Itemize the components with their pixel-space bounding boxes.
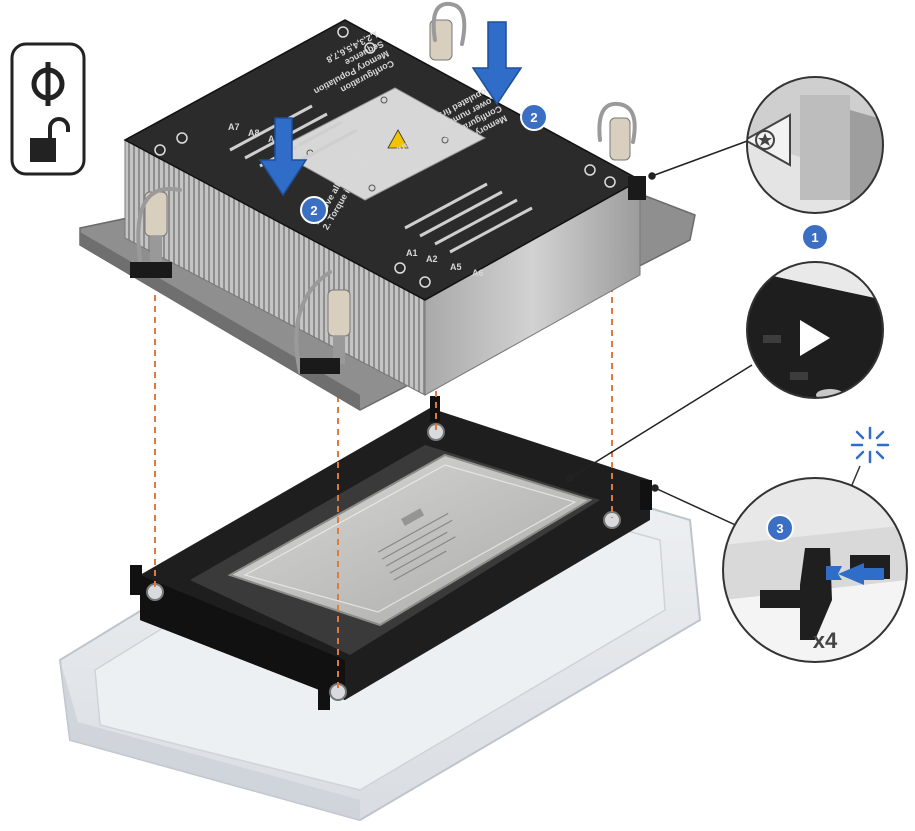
unlock-icon: [30, 117, 70, 162]
push-down-arrow: [258, 117, 308, 197]
step-badge-2: 2: [520, 103, 548, 131]
triangle-alignment-mark-icon: [800, 320, 830, 356]
slot-label-a3: A3: [268, 134, 280, 144]
alignment-guide-lines: [154, 275, 613, 690]
step-badge-2: 2: [300, 196, 328, 224]
quantity-multiplier: x4: [813, 628, 838, 653]
processor-chip: [227, 453, 593, 627]
step-badge-3: 3: [766, 514, 794, 542]
step-number: 2: [530, 110, 537, 125]
step-number: 2: [310, 203, 317, 218]
step-number: 1: [811, 230, 818, 245]
captive-screw: [144, 19, 631, 364]
slot-label-a8: A8: [248, 128, 260, 138]
step-number: 3: [776, 521, 783, 536]
push-down-arrow: [471, 21, 523, 106]
callout-leaders: [566, 139, 753, 529]
click-spark-icon: [850, 426, 890, 464]
slot-label-a7: A7: [228, 122, 240, 132]
slot-label-a4: A4: [288, 140, 300, 150]
step-badge-1: 1: [801, 223, 829, 251]
status-icon-panel: [10, 42, 86, 176]
slot-label-a5: A5: [450, 262, 462, 272]
torx-screw-triangle-icon: [747, 113, 791, 167]
slot-label-a1: A1: [406, 248, 418, 258]
processor-socket-icon: [31, 62, 65, 106]
callout-zoom-top: [746, 76, 884, 214]
slot-label-a2: A2: [426, 254, 438, 264]
callout-zoom-middle: [746, 261, 884, 399]
slot-label-a6: A6: [472, 268, 484, 278]
heatsink: Configuration Memory Population Sequence…: [79, 1, 696, 411]
